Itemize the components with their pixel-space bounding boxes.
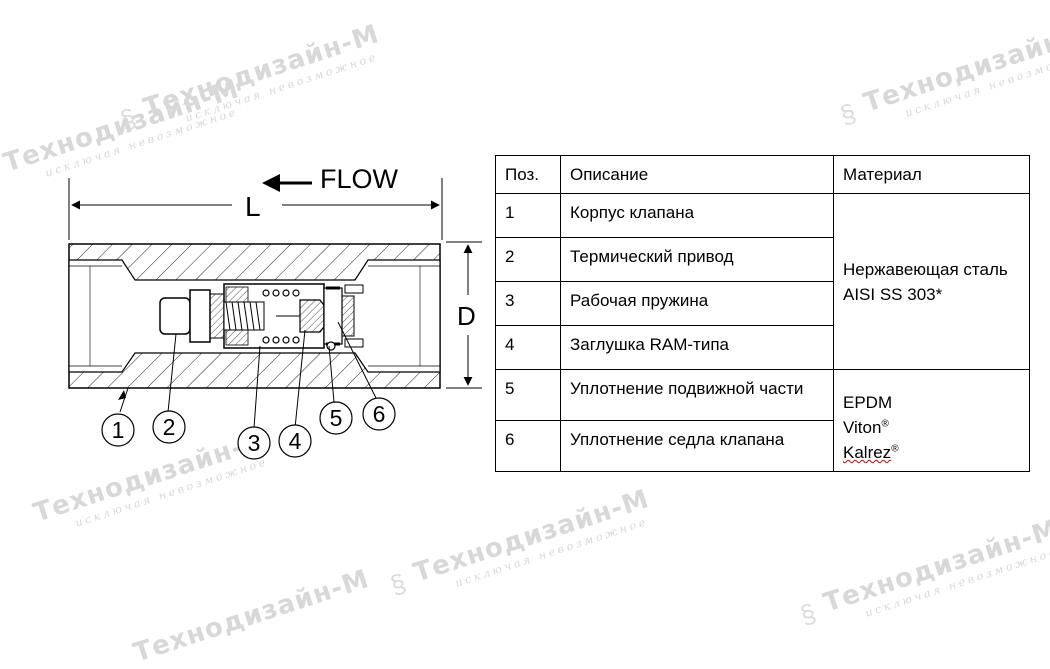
watermark-brand: Технодизайн-М — [860, 14, 1050, 119]
watermark: Технодизайн-М — [130, 564, 373, 668]
watermark-tagline: исключая невозможное — [183, 49, 380, 125]
material-kalrez: Kalrez — [843, 443, 892, 462]
leader-lines — [119, 321, 377, 429]
callout-3: 3 — [248, 430, 261, 456]
row-pos: 2 — [495, 237, 561, 282]
material-steel: Нержавеющая сталь AISI SS 303* — [843, 259, 1008, 304]
table-row: 4 Заглушка RAM-типа — [495, 325, 1030, 370]
row-pos: 5 — [495, 369, 561, 421]
table-row: 6 Уплотнение седла клапана — [495, 420, 1030, 472]
row-description: Уплотнение седла клапана — [560, 420, 834, 472]
valve-drawing: FLOW L D — [68, 164, 482, 460]
callout-5: 5 — [330, 405, 343, 431]
row-pos: 1 — [495, 193, 561, 238]
spring-cartridge — [223, 283, 364, 351]
thermal-actuator — [159, 289, 225, 343]
registered-mark: ® — [881, 418, 889, 430]
registered-mark: ® — [891, 443, 899, 455]
watermark-tagline: исключая невозможное — [903, 44, 1050, 120]
watermark-brand: Технодизайн-М — [820, 514, 1050, 619]
parts-table: Поз. Описание Материал 1 Корпус клапана … — [495, 155, 1030, 472]
material-viton-line: Viton® — [843, 415, 1020, 440]
material-epdm: EPDM — [843, 393, 893, 412]
watermark: § Технодизайн-М исключая невозможное — [797, 514, 1050, 631]
flow-label: FLOW — [320, 164, 399, 194]
watermark: § Технодизайн-М исключая невозможное — [117, 19, 387, 136]
material-viton: Viton — [843, 418, 882, 437]
row-description: Заглушка RAM-типа — [560, 325, 834, 370]
row-description: Уплотнение подвижной части — [560, 369, 834, 421]
watermark: § Технодизайн-М исключая невозможное — [837, 14, 1050, 131]
header-material: Материал — [833, 155, 1030, 194]
material-kalrez-line: Kalrez® — [843, 440, 1020, 465]
header-description: Описание — [560, 155, 834, 194]
header-pos: Поз. — [495, 155, 561, 194]
material-seals-cell: EPDM Viton® Kalrez® — [833, 369, 1030, 472]
length-dimension — [68, 178, 443, 240]
flow-arrow — [262, 174, 312, 192]
material-steel-cell: Нержавеющая сталь AISI SS 303* — [833, 193, 1030, 370]
callout-6: 6 — [373, 401, 386, 427]
table-row: 1 Корпус клапана Нержавеющая сталь AISI … — [495, 193, 1030, 370]
watermark-tagline: исключая невозможное — [453, 514, 650, 590]
diameter-label: D — [457, 301, 476, 331]
row-pos: 4 — [495, 325, 561, 370]
callouts — [101, 397, 396, 460]
watermark-brand: Технодизайн-М — [130, 564, 373, 669]
watermark-tagline: исключая невозможное — [863, 544, 1050, 620]
watermark-logo-icon: § — [836, 97, 860, 131]
callout-4: 4 — [289, 428, 302, 454]
watermark-brand: Технодизайн-М — [140, 19, 383, 124]
row-pos: 6 — [495, 420, 561, 472]
length-label: L — [245, 191, 261, 222]
diameter-dimension — [446, 241, 482, 389]
callout-2: 2 — [163, 414, 176, 440]
row-description: Корпус клапана — [560, 193, 834, 238]
watermark-logo-icon: § — [386, 567, 410, 601]
table-row: 5 Уплотнение подвижной части EPDM Viton®… — [495, 369, 1030, 472]
row-pos: 3 — [495, 281, 561, 326]
table-row: 3 Рабочая пружина — [495, 281, 1030, 326]
row-description: Термический привод — [560, 237, 834, 282]
watermark-logo-icon: § — [796, 597, 820, 631]
callout-1: 1 — [112, 417, 125, 443]
table-header-row: Поз. Описание Материал — [495, 155, 1030, 194]
leader-arrowhead — [118, 390, 126, 400]
row-description: Рабочая пружина — [560, 281, 834, 326]
watermark-logo-icon: § — [116, 102, 140, 136]
